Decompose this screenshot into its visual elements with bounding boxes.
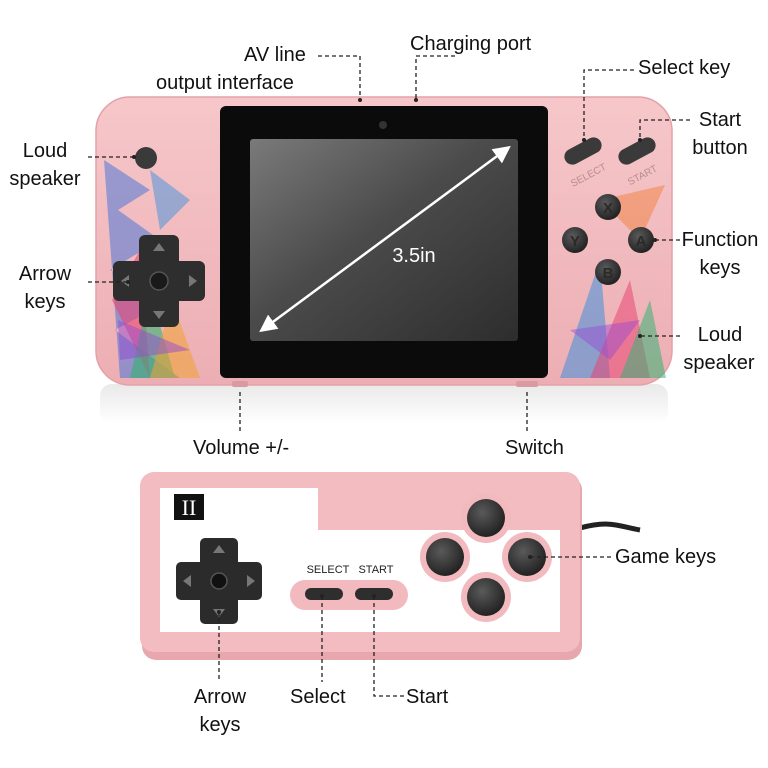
- label-arrow-keys-bottom-line2: keys: [199, 714, 241, 736]
- button-y[interactable]: Y: [562, 227, 588, 253]
- button-b-letter: B: [603, 265, 614, 282]
- button-a[interactable]: A: [628, 227, 654, 253]
- handheld-console: 3.5in SELECT START X Y: [95, 96, 673, 424]
- dpad-left-icon: [121, 275, 129, 287]
- label-start: Start: [406, 686, 449, 708]
- label-function-keys-line1: Function: [681, 229, 759, 251]
- label-av-line: AV line: [244, 44, 306, 66]
- label-charging-port: Charging port: [410, 33, 532, 55]
- callout-dots-gamepad: [217, 555, 532, 614]
- label-loud-speaker-right-line2: speaker: [683, 352, 755, 374]
- console-start-button[interactable]: [616, 135, 659, 168]
- gamepad-dpad[interactable]: [176, 538, 262, 624]
- gamepad-select-start-plate: [290, 580, 408, 610]
- callout-lines-gamepad: [218, 556, 612, 697]
- game-key-left[interactable]: [426, 538, 464, 576]
- gamepad-game-keys: [420, 493, 552, 622]
- console-reflection: [100, 384, 668, 424]
- console-select-button[interactable]: [562, 135, 605, 168]
- dpad-up-icon: [153, 243, 165, 251]
- label-loud-speaker-right-line1: Loud: [697, 324, 743, 346]
- gamepad-start-print: START: [358, 564, 393, 576]
- gamepad-badge: [174, 494, 204, 520]
- gamepad-cable: [579, 521, 641, 533]
- label-start-button-line2: button: [692, 137, 748, 159]
- label-function-keys-line2: keys: [699, 257, 741, 279]
- left-speaker: [135, 147, 157, 169]
- button-x[interactable]: X: [595, 194, 621, 220]
- label-select: Select: [290, 686, 346, 708]
- front-camera-dot: [379, 121, 387, 129]
- volume-rocker[interactable]: [232, 381, 248, 387]
- game-key-top[interactable]: [467, 499, 505, 537]
- label-output-interface: output interface: [156, 72, 294, 94]
- label-arrow-keys-top-line1: Arrow: [18, 263, 72, 285]
- gamepad-select-print: SELECT: [307, 564, 350, 576]
- gamepad-select-button[interactable]: [305, 588, 343, 600]
- screen-diagonal-arrow: [259, 145, 511, 333]
- callout-lines-console: [88, 55, 690, 432]
- button-y-letter: Y: [570, 233, 580, 250]
- label-select-key: Select key: [638, 57, 731, 79]
- label-arrow-keys-top-line2: keys: [24, 291, 66, 313]
- dpad-right-icon: [189, 275, 197, 287]
- console-dpad[interactable]: [113, 235, 205, 327]
- label-arrow-keys-bottom-line1: Arrow: [193, 686, 247, 708]
- callout-dots-console: [126, 98, 657, 338]
- label-switch: Switch: [505, 437, 564, 459]
- label-start-button-line1: Start: [698, 109, 742, 131]
- button-x-letter: X: [603, 200, 613, 217]
- label-loud-speaker-left-line1: Loud: [22, 140, 68, 162]
- gamepad: II SELECT START: [140, 472, 641, 660]
- button-a-letter: A: [636, 233, 647, 250]
- game-key-bottom[interactable]: [467, 578, 505, 616]
- screen-size-text: 3.5in: [392, 245, 435, 267]
- label-loud-speaker-left-line2: speaker: [9, 168, 81, 190]
- label-volume: Volume +/-: [193, 437, 290, 459]
- label-game-keys: Game keys: [615, 546, 717, 568]
- button-b[interactable]: B: [595, 259, 621, 285]
- gamepad-badge-text: II: [182, 495, 197, 520]
- power-switch[interactable]: [516, 381, 538, 387]
- game-key-right[interactable]: [508, 538, 546, 576]
- dpad-down-icon: [153, 311, 165, 319]
